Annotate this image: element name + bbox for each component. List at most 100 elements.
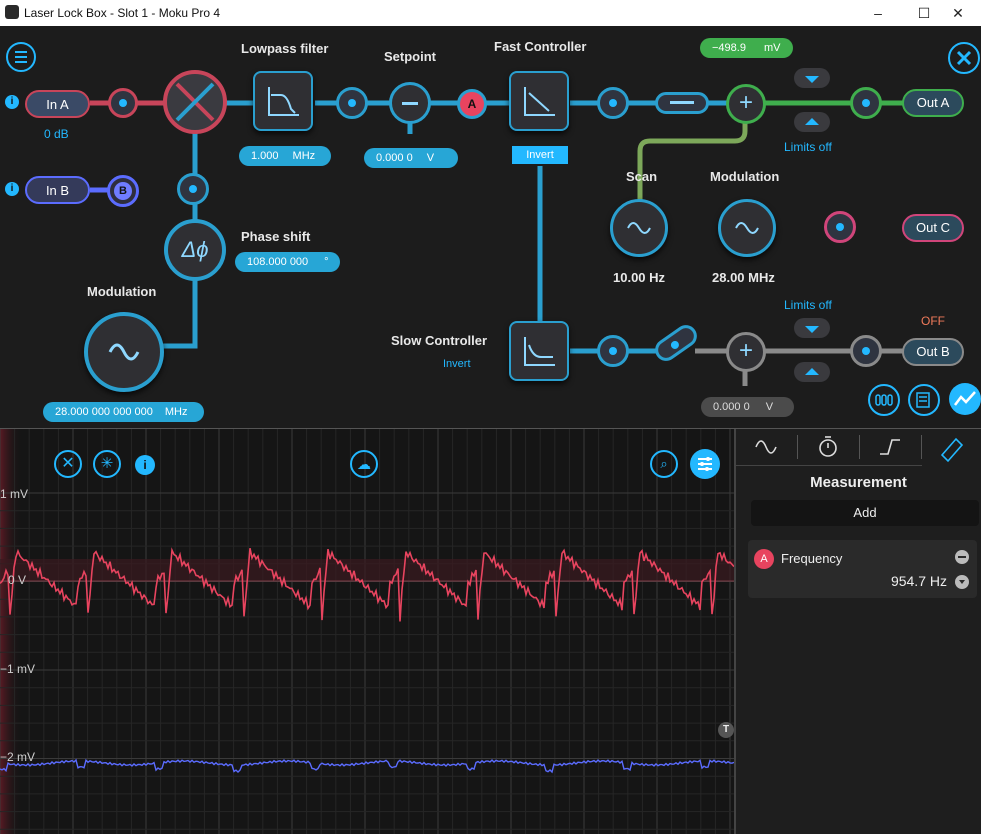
info-icon-scope[interactable]: i [135,455,155,475]
out-b-offset-input[interactable]: 0.000 0 V [701,397,794,417]
lowpass-title: Lowpass filter [241,41,329,56]
tab-waveform-icon[interactable] [736,429,796,465]
multi-instrument-icon[interactable] [868,384,900,416]
lowpass-filter-block[interactable] [253,71,313,131]
remove-measurement-icon[interactable] [955,550,969,564]
phase-shift-block[interactable]: Δϕ [164,219,226,281]
scan-sine-icon[interactable] [610,199,668,257]
lowpass-value: 1.000 [251,150,279,162]
cloud-upload-icon[interactable]: ☁ [350,450,378,478]
y-label-minus1mv: −1 mV [0,662,36,676]
scope-grid [0,429,734,834]
out-a-limit-up-button[interactable] [794,68,830,88]
measurement-card[interactable]: A Frequency 954.7 Hz [748,540,977,598]
minimize-button[interactable]: – [874,5,882,21]
scan-frequency[interactable]: 10.00 Hz [613,270,666,285]
out-b-button[interactable]: Out B [902,338,964,366]
close-button[interactable]: ✕ [952,5,964,21]
settings-wrench-icon[interactable] [948,42,980,74]
phase-shift-unit: ° [324,256,329,268]
slow-controller-block[interactable] [509,321,569,381]
out-a-probe-point[interactable] [850,87,882,119]
in-a-probe-point[interactable] [108,88,138,118]
zoom-search-icon[interactable]: ⌕ [650,450,678,478]
slow-controller-invert[interactable]: Invert [443,358,471,370]
mixer-icon[interactable] [163,70,227,134]
trigger-marker[interactable]: T [718,722,734,738]
out-a-button[interactable]: Out A [902,89,964,117]
measurement-value: 954.7 Hz [890,573,947,589]
lowpass-probe-point[interactable] [336,87,368,119]
out-b-adder-icon[interactable]: + [726,332,766,372]
fast-controller-probe-point[interactable] [597,87,629,119]
modulation-left-sine-icon[interactable] [84,312,164,392]
info-icon-in-a[interactable]: i [5,95,19,109]
probe-b-marker: B [114,182,132,200]
slow-controller-probe-point[interactable] [597,335,629,367]
modulation-left-unit: MHz [164,406,188,418]
out-b-limit-up-button[interactable] [794,318,830,338]
tab-timebase-icon[interactable] [798,429,858,465]
out-c-probe-point[interactable] [824,211,856,243]
measurement-name[interactable]: Frequency [781,551,843,566]
y-label-minus2mv: −2 mV [0,750,36,764]
offset-unit: mV [763,42,781,54]
close-trace-icon[interactable]: ✕ [54,450,82,478]
modulation-right-sine-icon[interactable] [718,199,776,257]
y-label-0v: 0 V [8,573,27,587]
setpoint-title: Setpoint [384,49,436,64]
panel-tabs [736,429,981,466]
setpoint-unit: V [426,152,435,164]
window-titlebar: Laser Lock Box - Slot 1 - Moku Pro 4 – ☐… [0,0,981,26]
setpoint-value: 0.000 0 [376,152,413,164]
add-measurement-button[interactable]: Add [751,500,979,526]
lowpass-freq-input[interactable]: 1.000 MHz [239,146,331,166]
out-a-limit-down-button[interactable] [794,112,830,132]
fast-controller-invert-badge[interactable]: Invert [512,146,568,164]
oscilloscope-view-icon[interactable] [949,383,981,415]
out-a-limits-status[interactable]: Limits off [784,140,832,154]
fast-controller-block[interactable] [509,71,569,131]
probe-a-marker[interactable]: A [457,89,487,119]
maximize-button[interactable]: ☐ [917,5,931,21]
measurement-panel: Measurement Add A Frequency 954.7 Hz [736,429,981,834]
in-b-button[interactable]: In B [25,176,90,204]
notes-icon[interactable] [908,384,940,416]
lowpass-unit: MHz [292,150,316,162]
in-b-probe-point[interactable]: B [107,175,139,207]
modulation-right-frequency[interactable]: 28.00 MHz [712,270,775,285]
modulation-left-freq-input[interactable]: 28.000 000 000 000 MHz [43,402,204,422]
section-divider [0,428,981,429]
modulation-right-title: Modulation [710,169,780,184]
modulation-left-title: Modulation [87,284,157,299]
out-b-probe-point[interactable] [850,335,882,367]
out-c-button[interactable]: Out C [902,214,964,242]
tab-trigger-icon[interactable] [860,429,920,465]
out-b-limits-status[interactable]: Limits off [784,298,832,312]
tab-measure-ruler-icon[interactable] [922,429,981,465]
panel-title: Measurement [810,474,907,491]
out-b-limit-down-button[interactable] [794,362,830,382]
mixer-lo-probe-point[interactable] [177,173,209,205]
menu-icon[interactable] [6,42,36,72]
setpoint-subtract-icon[interactable] [389,82,431,124]
in-a-button[interactable]: In A [25,90,90,118]
in-a-gain[interactable]: 0 dB [44,127,69,141]
out-a-enable-switch[interactable] [655,92,709,114]
setpoint-input[interactable]: 0.000 0 V [364,148,458,168]
panel-divider[interactable] [734,429,736,834]
measurement-channel-badge: A [754,549,774,569]
out-b-status: OFF [921,314,945,328]
measurement-options-chevron-icon[interactable] [955,575,969,589]
scope-settings-sliders-icon[interactable] [690,449,720,479]
modulation-left-value: 28.000 000 000 000 [55,406,153,418]
autoscale-burst-icon[interactable]: ✳ [93,450,121,478]
oscilloscope-plot[interactable]: 1 mV 0 V −1 mV −2 mV T ✕ ✳ i ☁ ⌕ [0,429,734,834]
block-diagram: i In A 0 dB i In B B Δϕ Phase shift 108.… [0,26,981,428]
out-a-adder-icon[interactable]: + [726,84,766,124]
phase-shift-input[interactable]: 108.000 000° [235,252,340,272]
info-icon-in-b[interactable]: i [5,182,19,196]
out-b-offset-unit: V [765,401,774,413]
out-b-offset-value: 0.000 0 [713,401,750,413]
